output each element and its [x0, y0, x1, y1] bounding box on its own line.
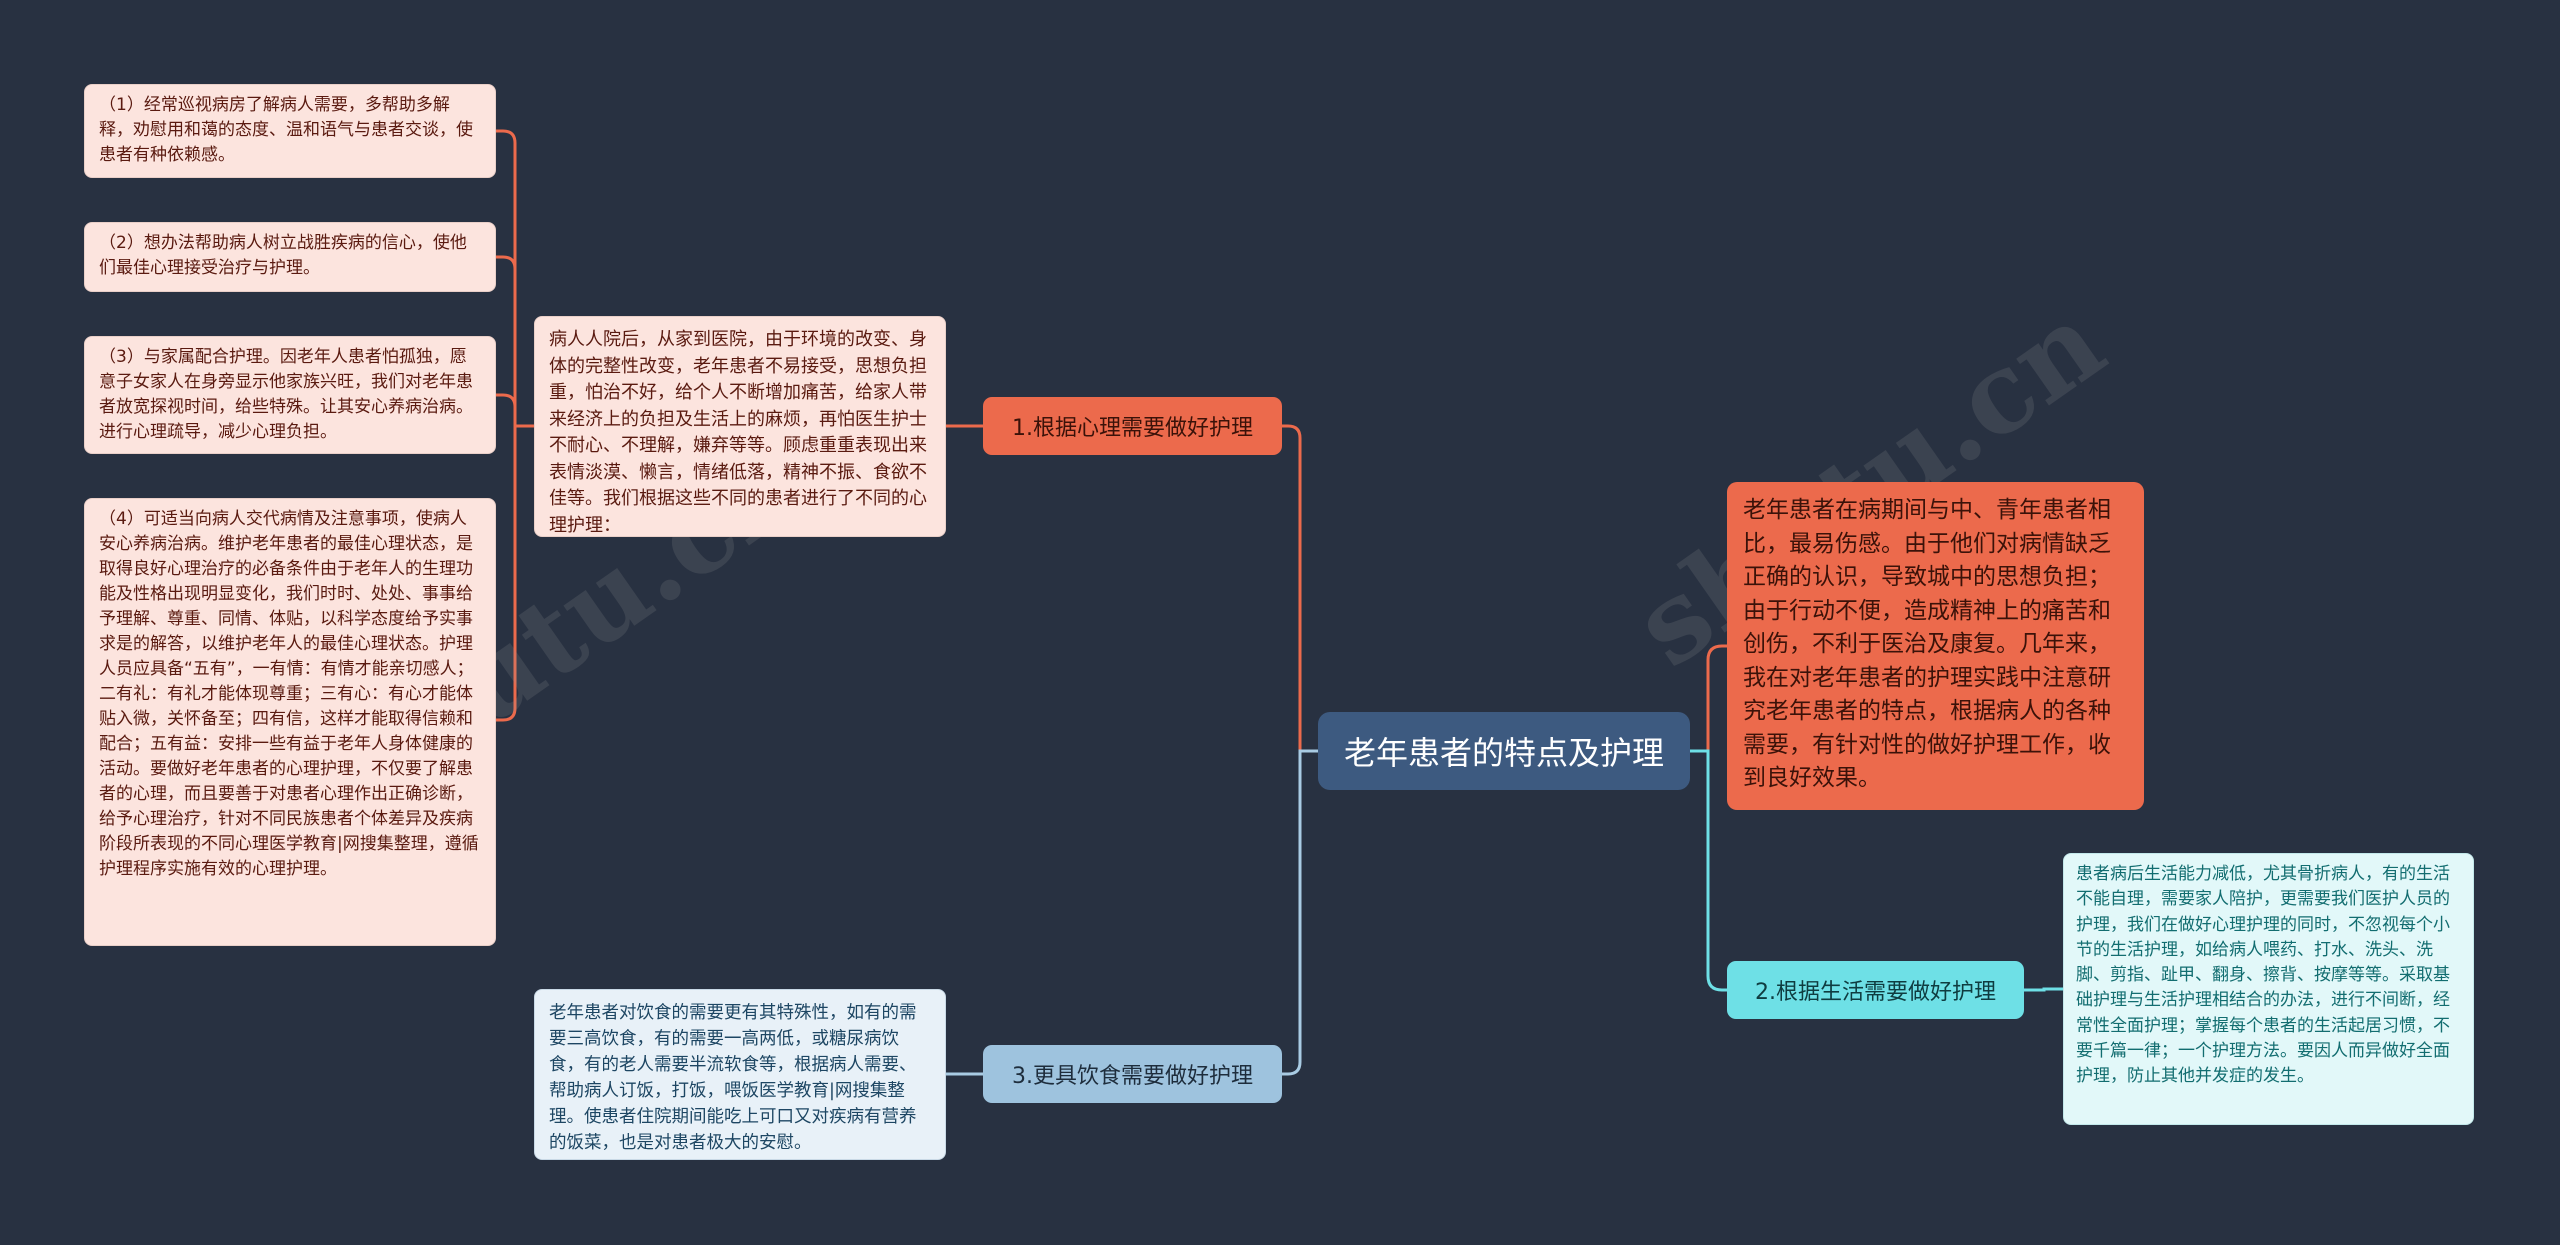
branch-psychological-care[interactable]: 1.根据心理需要做好护理	[983, 397, 1282, 455]
summary-text: 老年患者对饮食的需要更有其特殊性，如有的需要三高饮食，有的需要一高两低，或糖尿病…	[549, 1003, 917, 1153]
overview-text: 老年患者在病期间与中、青年患者相比，最易伤感。由于他们对病情缺乏正确的认识，导致…	[1743, 497, 2111, 791]
branch-diet-care[interactable]: 3.更具饮食需要做好护理	[983, 1045, 1282, 1103]
psych-item-3[interactable]: （3）与家属配合护理。因老年人患者怕孤独，愿意子女家人在身旁显示他家族兴旺，我们…	[84, 336, 496, 454]
psych-item-1[interactable]: （1）经常巡视病房了解病人需要，多帮助多解释，劝慰用和蔼的态度、温和语气与患者交…	[84, 84, 496, 178]
daily-life-care-summary[interactable]: 患者病后生活能力减低，尤其骨折病人，有的生活不能自理，需要家人陪护，更需要我们医…	[2063, 853, 2474, 1125]
item-text: （4）可适当向病人交代病情及注意事项，使病人安心养病治病。维护老年患者的最佳心理…	[99, 509, 479, 879]
diet-care-summary[interactable]: 老年患者对饮食的需要更有其特殊性，如有的需要三高饮食，有的需要一高两低，或糖尿病…	[534, 989, 946, 1160]
item-text: （1）经常巡视病房了解病人需要，多帮助多解释，劝慰用和蔼的态度、温和语气与患者交…	[99, 95, 473, 165]
psych-item-2[interactable]: （2）想办法帮助病人树立战胜疾病的信心，使他们最佳心理接受治疗与护理。	[84, 222, 496, 292]
item-text: （2）想办法帮助病人树立战胜疾病的信心，使他们最佳心理接受治疗与护理。	[99, 233, 467, 278]
item-text: （3）与家属配合护理。因老年人患者怕孤独，愿意子女家人在身旁显示他家族兴旺，我们…	[99, 347, 473, 442]
overview-note[interactable]: 老年患者在病期间与中、青年患者相比，最易伤感。由于他们对病情缺乏正确的认识，导致…	[1727, 482, 2144, 810]
branch-label: 3.更具饮食需要做好护理	[1012, 1064, 1253, 1089]
summary-text: 患者病后生活能力减低，尤其骨折病人，有的生活不能自理，需要家人陪护，更需要我们医…	[2076, 864, 2450, 1087]
psychological-care-summary[interactable]: 病人人院后，从家到医院，由于环境的改变、身体的完整性改变，老年患者不易接受，思想…	[534, 316, 946, 537]
psych-item-4[interactable]: （4）可适当向病人交代病情及注意事项，使病人安心养病治病。维护老年患者的最佳心理…	[84, 498, 496, 946]
branch-label: 2.根据生活需要做好护理	[1755, 980, 1996, 1005]
branch-daily-life-care[interactable]: 2.根据生活需要做好护理	[1727, 961, 2024, 1019]
root-title: 老年患者的特点及护理	[1343, 734, 1664, 772]
branch-label: 1.根据心理需要做好护理	[1012, 416, 1253, 441]
summary-text: 病人人院后，从家到医院，由于环境的改变、身体的完整性改变，老年患者不易接受，思想…	[549, 329, 927, 536]
root-node[interactable]: 老年患者的特点及护理	[1318, 712, 1690, 790]
